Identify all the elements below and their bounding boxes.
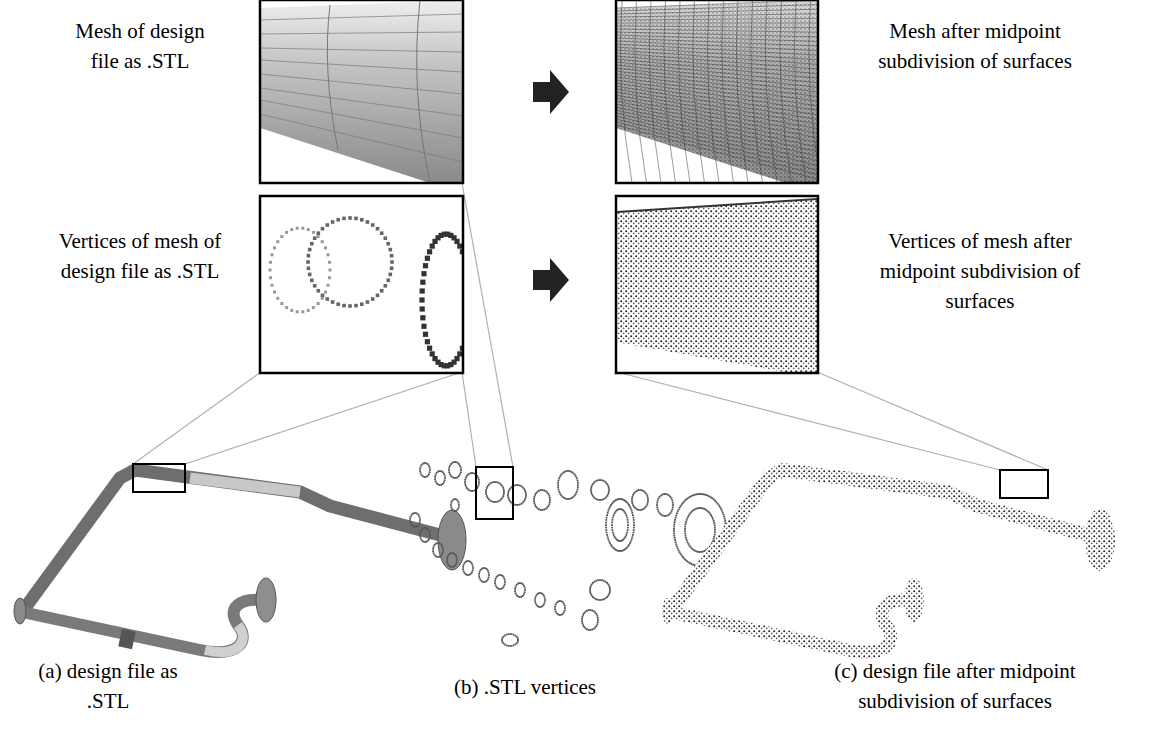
caption-label: (b) .STL vertices xyxy=(420,672,630,702)
panel-label: Vertices of mesh after midpoint subdivis… xyxy=(862,226,1098,316)
block-arrow xyxy=(533,258,569,302)
pipe-model xyxy=(14,464,466,652)
panel-label: Mesh after midpoint subdivision of surfa… xyxy=(852,16,1098,76)
panel-label: Vertices of mesh of design file as .STL xyxy=(58,226,222,286)
block-arrow xyxy=(533,70,569,114)
panel-label: Mesh of design file as .STL xyxy=(62,16,218,76)
subdivided-vertices-zoom xyxy=(617,197,817,372)
vertices-zoom xyxy=(261,197,462,372)
subdivided-mesh-zoom xyxy=(617,1,817,182)
point-cloud-model xyxy=(662,470,1115,652)
leader-lines xyxy=(133,183,1048,470)
caption-label: (c) design file after midpoint subdivisi… xyxy=(808,656,1102,716)
caption-label: (a) design file as .STL xyxy=(36,656,180,716)
mesh-zoom xyxy=(261,1,462,182)
